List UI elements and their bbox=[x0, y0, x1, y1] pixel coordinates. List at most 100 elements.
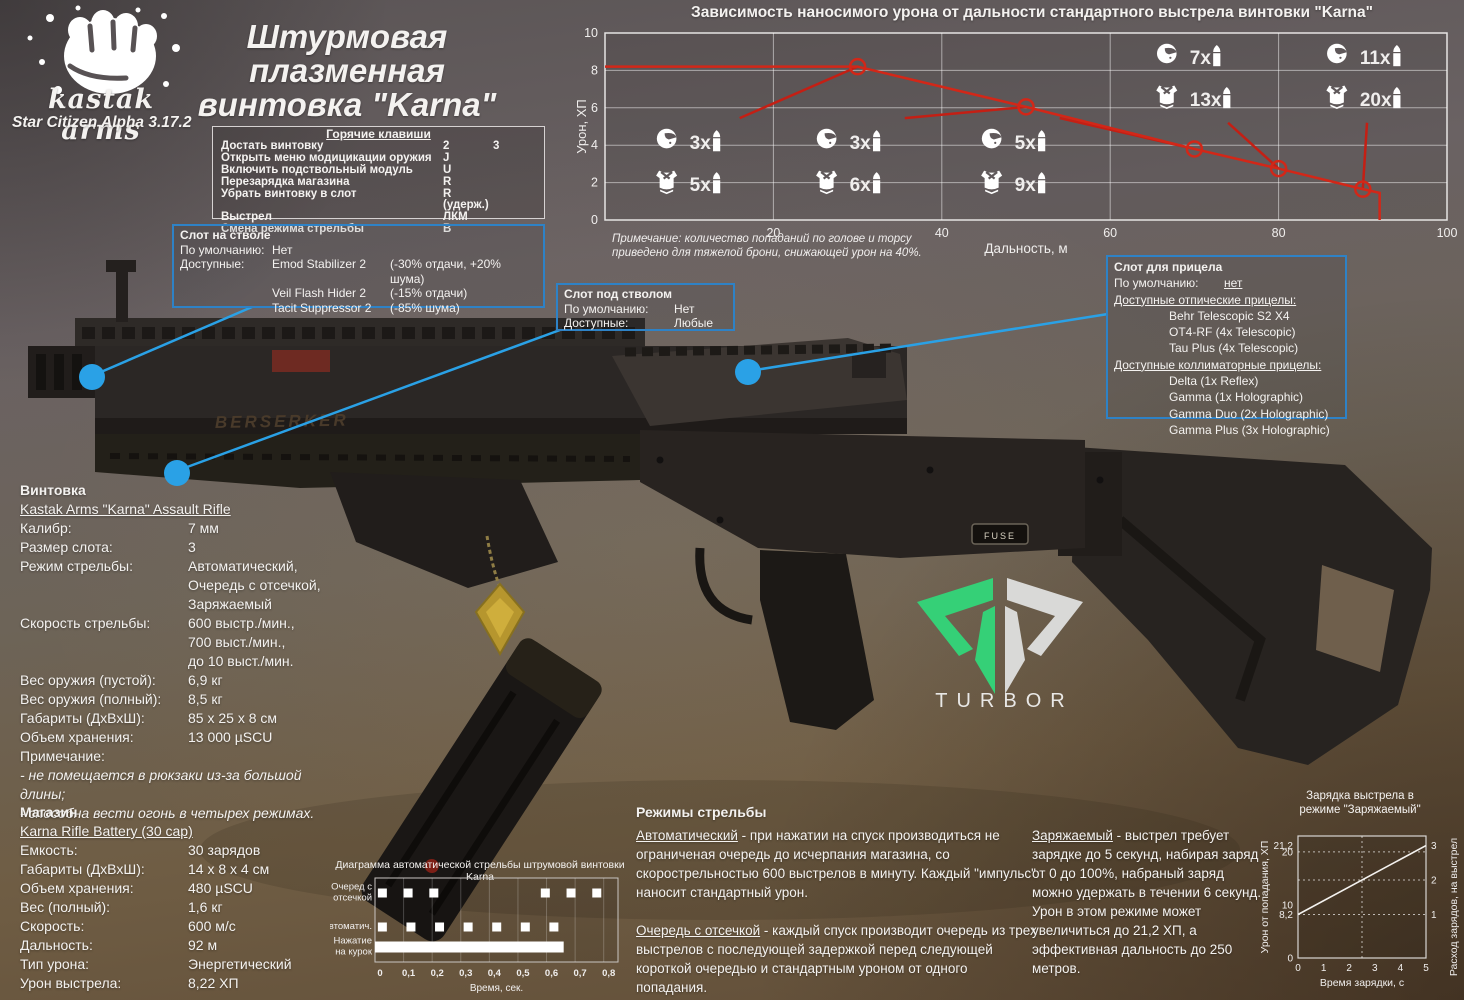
spec-value: 8,5 кг bbox=[188, 690, 223, 709]
spec-value: 85 x 25 x 8 см bbox=[188, 709, 277, 728]
turbor-wordmark: TURBOR bbox=[935, 690, 1074, 712]
row-label: отсечкой bbox=[333, 893, 372, 904]
hit-count: 20x bbox=[1360, 90, 1392, 111]
bullet-icon bbox=[1038, 172, 1046, 194]
hotkey-key: 2 bbox=[443, 139, 450, 152]
scope-option: Tau Plus (4x Telescopic) bbox=[1169, 341, 1299, 356]
spec-value: 14 x 8 x 4 см bbox=[188, 860, 269, 879]
spec-row: Режим стрельбы:Автоматический,Очередь с … bbox=[20, 557, 350, 614]
spec-value-line: 7 мм bbox=[188, 520, 219, 536]
right-y-axis-label: Расход зарядов, на выстрел bbox=[1448, 838, 1460, 976]
shot-mark bbox=[429, 888, 439, 898]
callout-scope-slot: Слот для прицела По умолчанию: нет Досту… bbox=[1106, 255, 1347, 437]
y-axis-label: Урон, ХП bbox=[574, 99, 589, 154]
charge-chart: Зарядка выстрела в режиме "Заряжаемый" 0… bbox=[1256, 786, 1464, 1000]
rifle-specs-panel: Винтовка Kastak Arms "Karna" Assault Rif… bbox=[20, 481, 350, 823]
hotkey-action: Выстрел bbox=[221, 211, 272, 224]
spec-value-line: 14 x 8 x 4 см bbox=[188, 861, 270, 877]
spec-row: Вес оружия (пустой):6,9 кг bbox=[20, 671, 350, 690]
hotkey-action: Убрать винтовку в слот bbox=[221, 187, 357, 200]
callout-title: Слот на стволе bbox=[180, 228, 271, 242]
tick-label: 0,8 bbox=[602, 968, 615, 979]
x-axis-label: Дальность, м bbox=[984, 241, 1067, 256]
collimator-header: Доступные коллиматорные прицелы: bbox=[1114, 357, 1322, 372]
tick-label: 2 bbox=[1346, 963, 1352, 974]
callout-underbarrel-slot: Слот под стволом По умолчанию: Нет Досту… bbox=[556, 283, 735, 331]
attachment-option-row: Tacit Suppressor 2(-85% шума) bbox=[180, 301, 537, 316]
default-row: По умолчанию: Нет bbox=[180, 243, 537, 258]
tick-label: 0 bbox=[1295, 963, 1301, 974]
spec-value: 6,9 кг bbox=[188, 671, 223, 690]
left-y-axis-label: Урон от попадания, ХП bbox=[1259, 841, 1271, 954]
data-point-marker bbox=[1185, 140, 1204, 158]
app-version: Star Citizen Alpha 3.17.2 bbox=[12, 114, 192, 131]
helmet-icon bbox=[1327, 43, 1347, 64]
tick-label: 10 bbox=[584, 26, 598, 40]
available-label bbox=[180, 286, 272, 301]
spec-value-line: Заряжаемый bbox=[188, 596, 272, 612]
spec-row: Тип урона:Энергетический bbox=[20, 955, 350, 974]
available-label bbox=[180, 301, 272, 316]
spec-value-line: 700 выст./мин., bbox=[188, 634, 286, 650]
bullet-icon bbox=[713, 130, 721, 152]
magazine-model: Karna Rifle Battery (30 cap) bbox=[20, 823, 193, 839]
rifle-notes: - не помещается в рюкзаки из-за большой … bbox=[20, 766, 350, 823]
hit-count: 13x bbox=[1190, 90, 1222, 111]
tick-label: 40 bbox=[935, 226, 949, 240]
turbor-wings-icon bbox=[917, 578, 1083, 694]
charge-chart-title: Зарядка выстрела в режиме "Заряжаемый" bbox=[1256, 789, 1464, 817]
bullet-icon bbox=[1223, 87, 1231, 109]
berserker-engraving: BERSERKER bbox=[215, 411, 349, 432]
default-value: Нет bbox=[272, 242, 293, 257]
tick-label: 1 bbox=[1431, 910, 1437, 921]
spec-row: Калибр:7 мм bbox=[20, 519, 350, 538]
spec-value-line: 480 µSCU bbox=[188, 880, 253, 896]
data-point-marker bbox=[1017, 98, 1035, 116]
shot-mark bbox=[540, 888, 550, 898]
fire-mode-text: - каждый спуск производит очередь из тре… bbox=[636, 923, 1037, 995]
tick-label: 10 bbox=[1282, 900, 1294, 911]
tick-label: 2 bbox=[1431, 876, 1437, 887]
chart-title: Зависимость наносимого урона от дальност… bbox=[691, 4, 1373, 21]
hotkey-key: B bbox=[443, 223, 452, 236]
spec-row: Объем хранения: 480 µSCU bbox=[20, 879, 350, 898]
attachment-effect: (-15% отдачи) bbox=[390, 286, 468, 301]
fire-mode-name: Автоматический bbox=[636, 828, 738, 843]
charge-line bbox=[1297, 844, 1427, 916]
turbor-logo: TURBOR bbox=[905, 572, 1095, 717]
spec-row: Скорость:600 м/с bbox=[20, 917, 350, 936]
spec-value-line: 13 000 µSCU bbox=[188, 729, 273, 745]
note-line: - способна вести огонь в четырех режимах… bbox=[20, 805, 315, 821]
spec-row: Вес (полный):1,6 кг bbox=[20, 898, 350, 917]
spec-label: Объем хранения: bbox=[20, 880, 134, 896]
data-point-marker bbox=[1354, 180, 1372, 198]
available-value: Любые bbox=[674, 316, 714, 331]
spec-row: Дальность:92 м bbox=[20, 936, 350, 955]
tick-label: 0,1 bbox=[402, 968, 416, 979]
helmet-icon bbox=[656, 128, 677, 149]
hit-count: 5x bbox=[690, 175, 712, 196]
spec-label: Габариты (ДхВхШ): bbox=[20, 861, 145, 877]
default-label: По умолчанию: bbox=[564, 301, 649, 316]
spec-label: Режим стрельбы: bbox=[20, 558, 134, 574]
spec-value-line: 30 зарядов bbox=[188, 842, 261, 858]
tick-label: 0,2 bbox=[431, 968, 444, 979]
default-label: По умолчанию: bbox=[180, 242, 265, 257]
available-row: Доступные: Любые bbox=[564, 316, 727, 331]
default-label: По умолчанию: bbox=[1114, 276, 1199, 291]
tick-label: 60 bbox=[1103, 226, 1117, 240]
available-label: Доступные: bbox=[564, 316, 629, 331]
hotkeys-title: Горячие клавиши bbox=[326, 127, 431, 141]
note-line: - не помещается в рюкзаки из-за большой … bbox=[20, 767, 302, 802]
attachment-name: Emod Stabilizer 2 bbox=[272, 257, 367, 272]
bullet-icon bbox=[1213, 45, 1221, 67]
tick-label: 21,2 bbox=[1274, 841, 1294, 852]
spec-value: 92 м bbox=[188, 936, 217, 955]
